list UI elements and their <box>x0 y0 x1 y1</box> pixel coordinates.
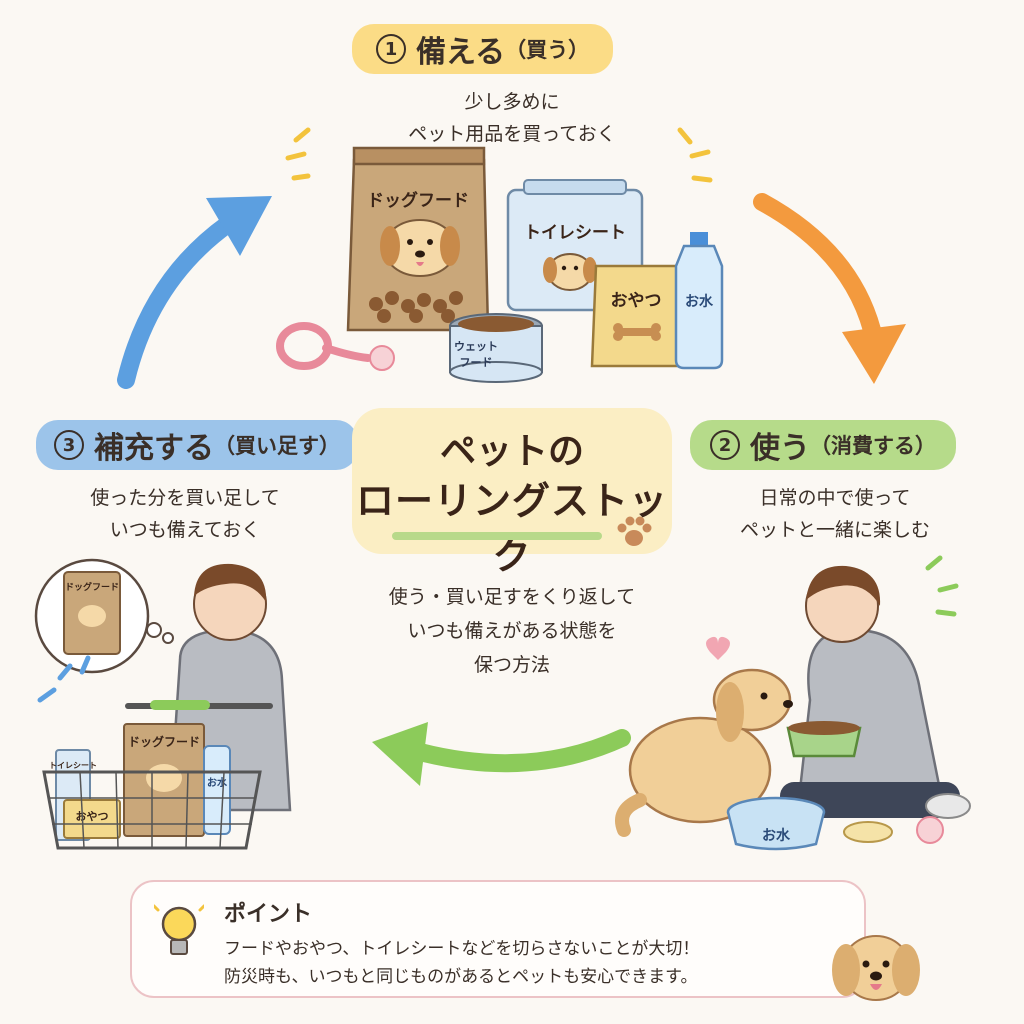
step1-header: 1 備える （買う） <box>352 24 614 74</box>
toilet-sheet-label: トイレシート <box>524 223 626 243</box>
cart-dog-food-label: ドッグフード <box>128 734 200 749</box>
step1-number: 1 <box>376 34 406 64</box>
pet-supplies-illustration: ドッグフード トイレシート おやつ お水 <box>276 127 724 383</box>
step1-caption: 少し多めに ペット用品を買っておく <box>408 91 616 145</box>
water-bowl: お水 <box>726 796 826 851</box>
step2-title: 使う <box>750 431 810 466</box>
dog-food-bag: ドッグフード <box>346 146 490 332</box>
point-line-2: 防災時も、いつもと同じものがあるとペットも安心できます。 <box>224 967 698 987</box>
arrow-refill-to-buy <box>117 196 272 389</box>
step2-subtitle: （消費する） <box>810 434 936 458</box>
cart: トイレシート ドッグフード お水 おやつ <box>42 700 273 850</box>
arrow-use-to-refill <box>372 722 631 786</box>
step1-subtitle: （買う） <box>505 38 590 62</box>
paw-icon <box>617 516 652 546</box>
water-bottle: お水 <box>674 232 724 370</box>
snack-label: おやつ <box>611 291 662 311</box>
center-title-line2: ローリングストック <box>355 479 668 578</box>
step3-subtitle: （買い足す） <box>214 434 340 458</box>
step3-header: 3 補充する （買い足す） <box>36 420 358 470</box>
ball-toy <box>916 816 944 844</box>
step3-title: 補充する <box>94 431 214 466</box>
dog-food-label: ドッグフード <box>367 190 469 211</box>
arrow-buy-to-use <box>753 193 906 384</box>
thought-bubble: ドッグフード <box>34 558 174 674</box>
food-bowl <box>786 721 862 758</box>
heart-icon <box>706 636 730 660</box>
bowl-label: お水 <box>762 827 791 844</box>
step3-caption: 使った分を買い足して いつも備えておく <box>90 487 280 541</box>
shopping-cart-illustration: ドッグフード トイレシート ドッグフード お水 おやつ <box>34 558 292 850</box>
wet-food-label-2: フード <box>460 356 493 369</box>
person-crouching <box>780 565 971 819</box>
dog-sitting <box>615 668 793 837</box>
cart-toilet-sheet-label: トイレシート <box>49 761 97 770</box>
underline-bar <box>392 532 602 540</box>
center-title-card: ペットの ローリングストック <box>352 408 672 578</box>
step1-title: 備える <box>416 35 506 70</box>
rope-toy <box>276 322 372 370</box>
dog-face-icon <box>832 935 920 1001</box>
point-title: ポイント <box>224 902 313 927</box>
point-line-1: フードやおやつ、トイレシートなどを切らさないことが大切！ <box>224 939 700 959</box>
snack-bag: おやつ <box>590 264 684 368</box>
center-description: 使う・買い足すをくり返して いつも備えがある状態を 保つ方法 <box>388 586 636 676</box>
water-label: お水 <box>685 293 714 310</box>
bone-icon <box>613 323 661 341</box>
step2-number: 2 <box>710 430 740 460</box>
lightbulb-icon <box>154 904 204 955</box>
step2-caption: 日常の中で使って ペットと一緒に楽しむ <box>739 487 930 541</box>
sparkle-icon <box>37 655 91 703</box>
wet-food-label-1: ウェット <box>454 340 498 353</box>
cart-snack-label: おやつ <box>76 810 109 823</box>
step3-number: 3 <box>54 430 84 460</box>
cart-water-label: お水 <box>207 776 228 789</box>
point-box: ポイント フードやおやつ、トイレシートなどを切らさないことが大切！ 防災時も、い… <box>130 880 866 998</box>
sparkle-icon <box>285 127 713 183</box>
sparkle-icon <box>925 555 959 617</box>
toilet-sheet-pack: トイレシート <box>506 179 644 312</box>
thought-dog-food-label: ドッグフード <box>65 581 119 593</box>
step2-header: 2 使う （消費する） <box>690 420 956 470</box>
wet-food-can: ウェット フード <box>449 313 543 383</box>
snack-plate <box>843 821 893 843</box>
feeding-dog-illustration: お水 <box>615 555 971 851</box>
ball-toy <box>369 345 395 371</box>
center-title-line1: ペットの <box>439 431 584 472</box>
